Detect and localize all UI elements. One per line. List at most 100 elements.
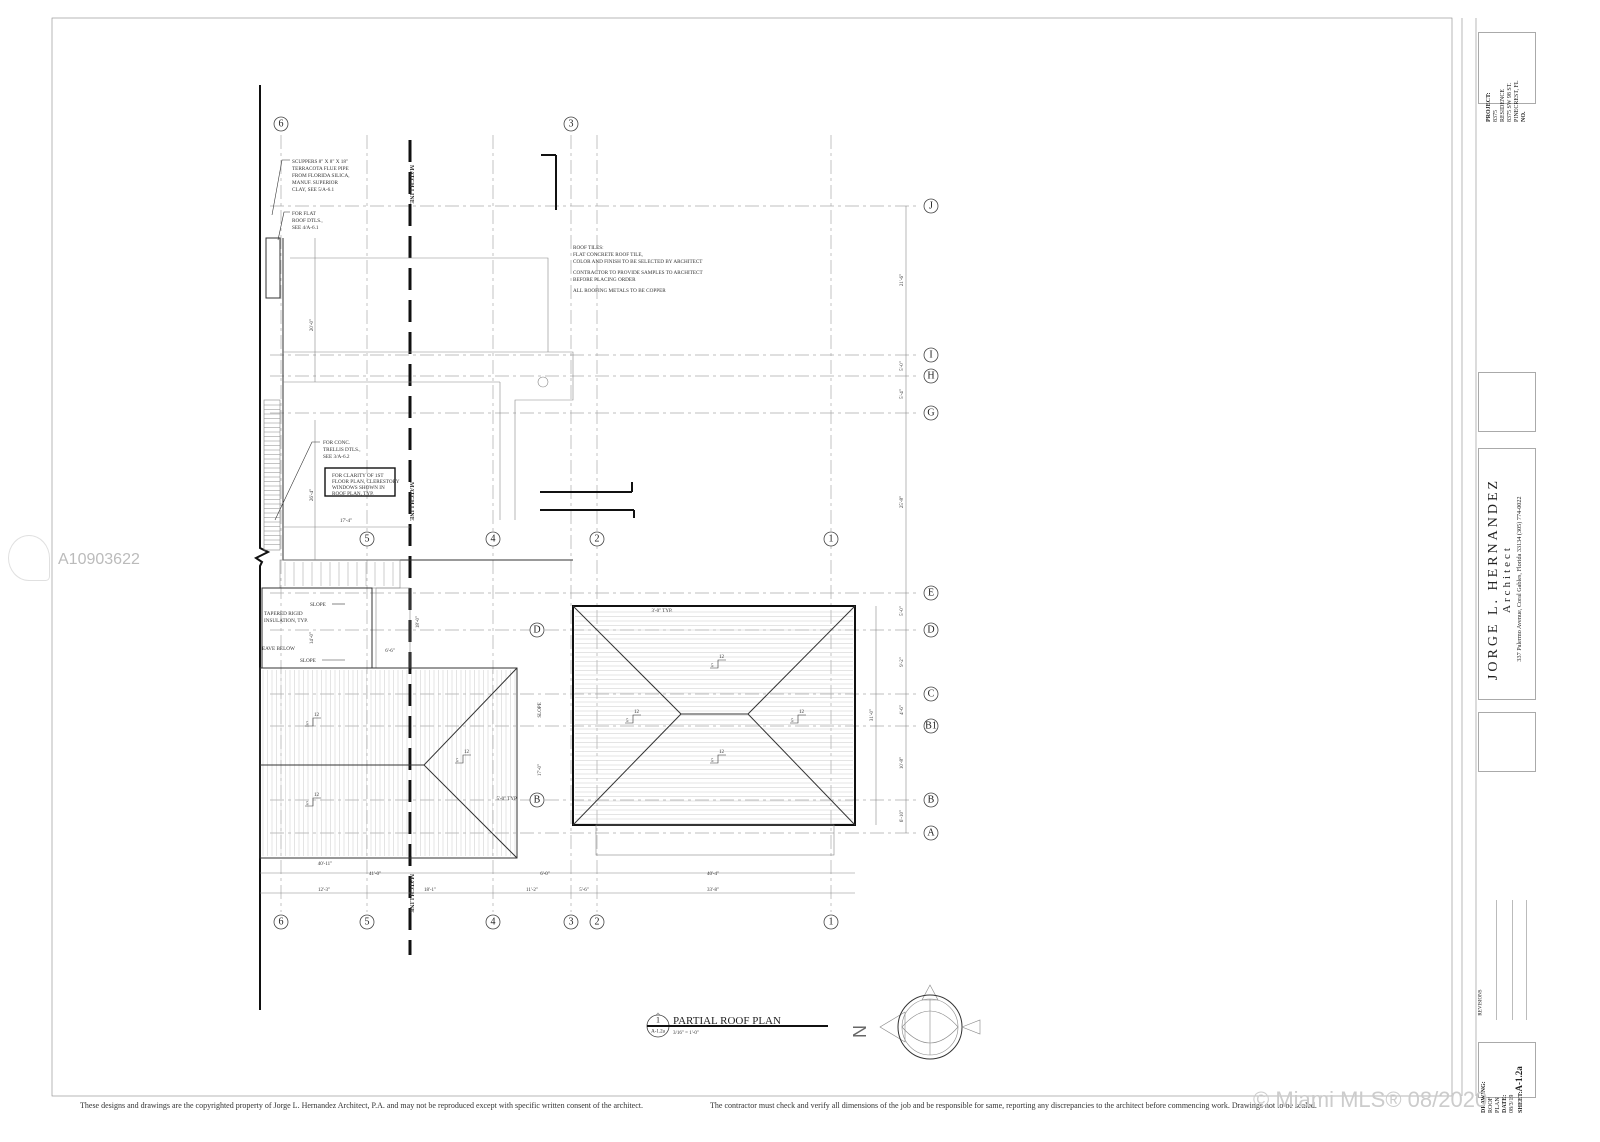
dimension-label: 5'-6" xyxy=(579,888,589,893)
sheet-value: A-1.2a xyxy=(1514,1066,1524,1092)
match-line-label: MATCH LINE xyxy=(408,874,414,913)
dimension-label: 26'-4" xyxy=(310,489,315,501)
architect-name: JORGE L. HERNANDEZ xyxy=(1486,477,1501,681)
property-edge-line xyxy=(254,85,271,1010)
tapered-insulation-note: INSULATION, TYP. xyxy=(264,618,308,624)
pitch-symbol xyxy=(710,754,726,764)
pitch-run-label: 12 xyxy=(799,710,805,715)
drawing-scale: 3/16" = 1'-0" xyxy=(673,1031,699,1036)
grid-bubble xyxy=(563,914,579,930)
tapered-insulation-note: TAPERED RIGID xyxy=(264,611,303,617)
dimension-label: 6'-0" xyxy=(540,872,550,877)
pitch-run-label: 12 xyxy=(719,750,725,755)
clarity-note: FLOOR PLAN, CLERESTORY xyxy=(332,479,400,485)
copyright-notice: These designs and drawings are the copyr… xyxy=(80,1101,643,1110)
pitch-symbol xyxy=(305,717,321,727)
pitch-rise-label: 5 xyxy=(711,664,714,669)
grid-bubble-label: 2 xyxy=(595,917,600,928)
listing-id-watermark: A10903622 xyxy=(58,551,140,568)
leader-line xyxy=(271,159,290,216)
dimension-label: 21'-6" xyxy=(900,274,905,286)
leader-line xyxy=(277,211,290,241)
roof-tiles-note: COLOR AND FINISH TO BE SELECTED BY ARCHI… xyxy=(573,259,703,265)
slope-note: SLOPE xyxy=(300,658,316,664)
sheet-info-box: DRAWING: ROOF PLAN DATE: 08/3/19 SHEET:A… xyxy=(1478,1042,1536,1113)
mls-logo-icon xyxy=(8,535,50,581)
roof-tiles-note: BEFORE PLACING ORDER xyxy=(573,277,636,283)
grid-bubble xyxy=(359,914,375,930)
drawing-title-text: PARTIAL ROOF PLAN xyxy=(673,1015,781,1027)
north-label: N xyxy=(849,1025,869,1038)
grid-bubble-label: I xyxy=(929,350,932,361)
seal-box xyxy=(1478,712,1536,772)
flat-roof-note: ROOF DTLS., xyxy=(292,218,323,224)
dimension-label: 5'-0" TYP. xyxy=(497,797,518,802)
mls-watermark: © Miami MLS® 08/2020 xyxy=(1253,1087,1488,1112)
sheet-label: SHEET: xyxy=(1518,1091,1524,1113)
trellis-note: TRELLIS DTLS., xyxy=(323,447,361,453)
pitch-rise-label: 5 xyxy=(306,802,309,807)
scuppers-note: MANUF. SUPERIOR xyxy=(292,180,339,186)
grid-bubble-label: B xyxy=(534,795,541,806)
left-hip-roof xyxy=(259,667,518,859)
grid-bubble xyxy=(823,531,839,547)
dimension-label: 20'-0" xyxy=(310,319,315,331)
grid-bubble-label: C xyxy=(928,689,935,700)
pitch-symbol xyxy=(625,714,641,724)
grid-bubble-label: A xyxy=(927,828,935,839)
pitch-rise-label: 5 xyxy=(711,759,714,764)
dimension-label: 40'-4" xyxy=(707,872,719,877)
clarity-note: WINDOWS SHOWN IN xyxy=(332,485,385,491)
grid-bubble xyxy=(923,405,939,421)
grid-bubble xyxy=(273,116,289,132)
roof-tiles-note: ALL ROOFING METALS TO BE COPPER xyxy=(573,288,666,294)
match-line-label: MATCH LINE xyxy=(408,165,414,204)
dimension-label: 9'-2" xyxy=(900,657,905,667)
grid-bubble xyxy=(485,531,501,547)
drawing-number: 1 xyxy=(656,1016,660,1025)
dimension-label: 14'-0" xyxy=(310,632,315,644)
grid-bubble-label: D xyxy=(533,625,540,636)
grid-bubble xyxy=(563,116,579,132)
grid-bubble xyxy=(589,531,605,547)
dimension-label: 3'-0" TYP. xyxy=(652,609,673,614)
clarity-note: FOR CLARITY OF 1ST xyxy=(332,473,384,479)
pitch-symbol xyxy=(455,754,471,764)
grid-bubble-label: J xyxy=(929,201,933,212)
project-label: PROJECT: xyxy=(1486,92,1492,122)
grid-bubble xyxy=(923,686,939,702)
contractor-notice: The contractor must check and verify all… xyxy=(710,1101,1317,1110)
grid-bubble xyxy=(589,914,605,930)
dimension-label: 6'-10" xyxy=(900,810,905,822)
dimension-label: 5'-0" xyxy=(900,606,905,616)
sheet-border xyxy=(51,17,1453,1097)
dimension-labels: 21'-6"5'-0"5'-4"25'-8"5'-0"9'-2"4'-6"10'… xyxy=(310,274,905,893)
eave-note: EAVE BELOW xyxy=(262,646,295,652)
leader-line xyxy=(274,441,320,521)
pitch-symbol xyxy=(305,797,321,807)
architect-address: 337 Palermo Avenue, Coral Gables, Florid… xyxy=(1516,496,1523,662)
project-line: 8375 xyxy=(1493,110,1499,122)
grid-bubble-label: 2 xyxy=(595,534,600,545)
dimension-label: 18'-0" xyxy=(416,616,421,628)
grid-bubble-label: 1 xyxy=(829,917,834,928)
trellis-note: FOR CONC. xyxy=(323,440,350,446)
architect-title: Architect xyxy=(1501,545,1513,613)
grid-bubble xyxy=(529,622,545,638)
architect-box: JORGE L. HERNANDEZ Architect 337 Palermo… xyxy=(1478,448,1536,700)
project-line: 8375 SW 98 ST. xyxy=(1507,82,1513,122)
clarity-note: ROOF PLAN, TYP. xyxy=(332,491,374,497)
drawing-line: PLAN xyxy=(1495,1097,1501,1113)
dimension-label: 17'-0" xyxy=(538,764,543,776)
flat-roof-note: FOR FLAT xyxy=(292,211,317,217)
pitch-rise-label: 5 xyxy=(791,719,794,724)
drawing-notes: SCUPPERS 8" X 8" X 18"TERRACOTA FLUE PIP… xyxy=(262,159,703,664)
pitch-run-label: 12 xyxy=(314,793,320,798)
pitch-rise-label: 5 xyxy=(456,759,459,764)
title-block: PROJECT: 8375 RESIDENCE 8375 SW 98 ST. P… xyxy=(1478,20,1548,1113)
dimension-label: 41'-0" xyxy=(369,872,381,877)
pitch-symbol xyxy=(710,659,726,669)
